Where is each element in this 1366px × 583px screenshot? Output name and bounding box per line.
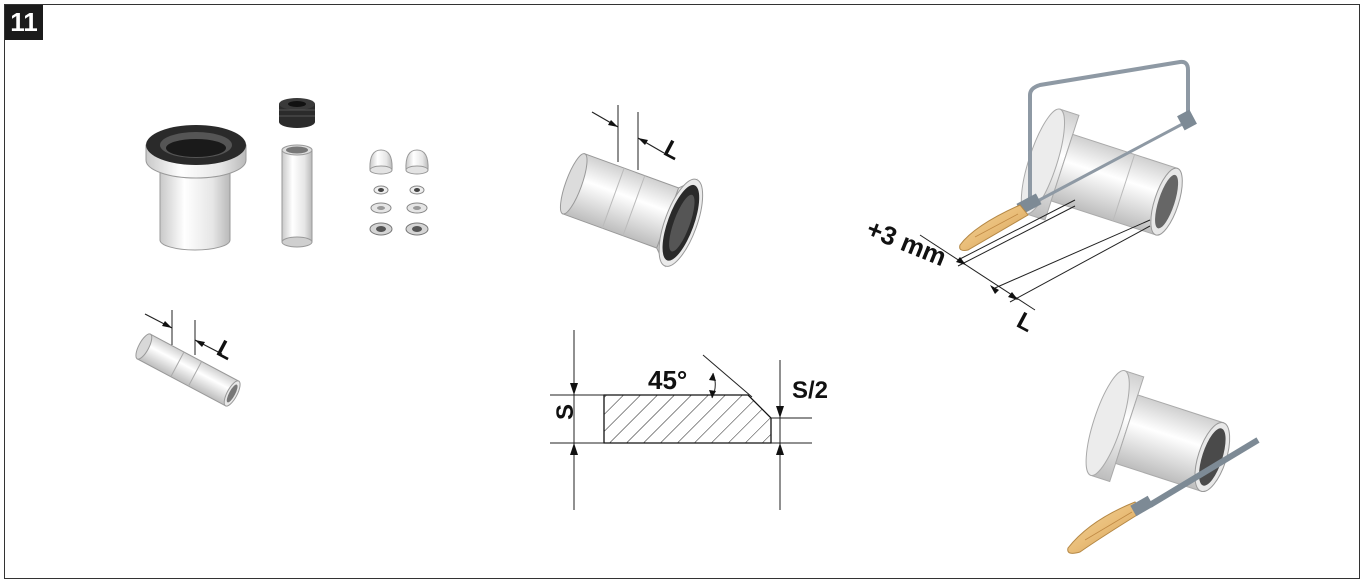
pipe-with-seal-part (279, 98, 315, 248)
file-deburring-figure (1067, 370, 1260, 554)
instruction-frame (4, 4, 1360, 579)
wc-connector-part (145, 125, 247, 251)
thickness-label: S (552, 404, 579, 420)
chamfer-section-figure: 45° S S/2 (550, 330, 828, 510)
offset-label: +3 mm (863, 213, 951, 272)
angle-label: 45° (648, 365, 687, 395)
half-thickness-label: S/2 (792, 377, 828, 404)
length-label-top-middle: L (659, 135, 685, 166)
mounting-caps-part (369, 149, 429, 236)
step-number-badge: 11 (5, 5, 43, 40)
connector-cut-length-figure: L (559, 105, 704, 268)
saw-cutting-figure: +3 mm L (863, 59, 1197, 338)
length-label-right: L (1012, 307, 1038, 338)
length-label-bottom-left: L (212, 335, 238, 366)
pipe-cut-length-figure: L (135, 310, 241, 407)
